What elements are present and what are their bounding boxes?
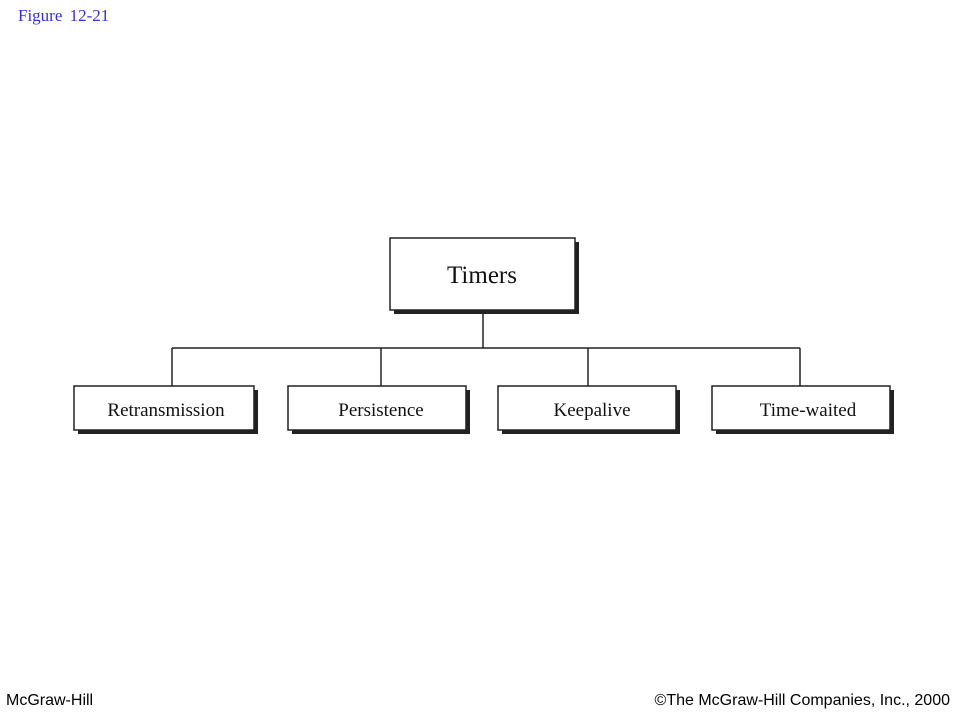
node-time-waited-label: Time-waited — [760, 400, 857, 421]
node-retransmission-box — [73, 385, 255, 431]
node-timers-label: Timers — [447, 262, 517, 289]
node-timers: Timers — [389, 237, 579, 314]
node-persistence: Persistence — [287, 385, 470, 434]
figure-label: Figure 12-21 — [18, 6, 110, 25]
node-keepalive-box — [497, 385, 677, 431]
node-time-waited-box — [711, 385, 891, 431]
footer-publisher: McGraw-Hill — [6, 692, 94, 709]
node-timers-box — [389, 237, 576, 311]
node-keepalive: Keepalive — [497, 385, 680, 434]
footer-copyright: ©The McGraw-Hill Companies, Inc., 2000 — [654, 692, 950, 709]
node-retransmission-label: Retransmission — [107, 400, 225, 421]
node-persistence-label: Persistence — [338, 400, 423, 421]
node-keepalive-label: Keepalive — [553, 400, 630, 421]
node-persistence-box — [287, 385, 467, 431]
node-time-waited: Time-waited — [711, 385, 894, 434]
connector-lines — [171, 312, 801, 387]
node-retransmission: Retransmission — [73, 385, 258, 434]
